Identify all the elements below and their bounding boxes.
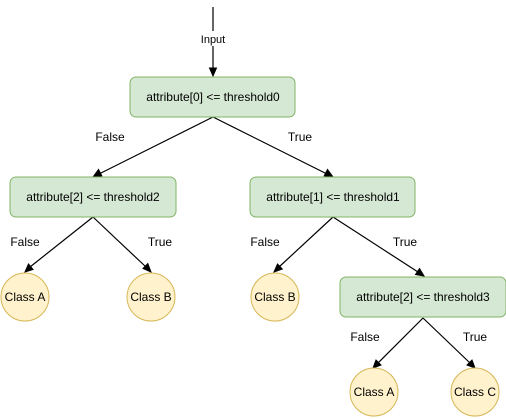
decision-node-root-label: attribute[0] <= threshold0 <box>146 90 280 104</box>
edge-rr-true <box>422 317 471 364</box>
edge-left-false <box>29 216 94 268</box>
decision-node-right-right-label: attribute[2] <= threshold3 <box>356 290 490 304</box>
edge-left-false-arrowhead <box>24 263 34 273</box>
edge-label-rr-false: False <box>350 330 380 344</box>
leaf-node-right-false-label: Class B <box>254 290 295 304</box>
edge-label-left-false: False <box>10 235 40 249</box>
edge-root-false-arrowhead <box>91 168 103 178</box>
leaf-node-rr-false-label: Class A <box>354 385 395 399</box>
decision-node-root: attribute[0] <= threshold0 <box>129 76 296 118</box>
edge-label-right-false: False <box>250 235 280 249</box>
leaf-node-right-false: Class B <box>250 272 300 322</box>
input-arrowhead <box>208 67 218 78</box>
leaf-node-rr-false: Class A <box>349 367 399 417</box>
edge-label-root-false: False <box>95 130 125 144</box>
decision-node-right: attribute[1] <= threshold1 <box>249 176 416 218</box>
input-label-bg <box>197 31 229 46</box>
leaf-node-left-true-label: Class B <box>130 290 171 304</box>
edge-rr-true-arrowhead <box>466 359 476 369</box>
edge-label-rr-true: True <box>463 330 488 344</box>
decision-node-right-label: attribute[1] <= threshold1 <box>266 190 400 204</box>
leaf-node-left-false: Class A <box>0 272 50 322</box>
edge-label-right-true: True <box>393 235 418 249</box>
edge-label-root-true: True <box>288 130 313 144</box>
edge-right-true <box>332 216 419 273</box>
edge-root-true-arrowhead <box>323 168 335 178</box>
edge-root-false <box>98 116 214 175</box>
decision-node-right-right: attribute[2] <= threshold3 <box>339 276 506 318</box>
edge-root-true <box>212 116 328 175</box>
leaf-node-left-true: Class B <box>126 272 176 322</box>
leaf-node-rr-true-label: Class C <box>454 385 496 399</box>
decision-node-left-label: attribute[2] <= threshold2 <box>26 190 160 204</box>
edge-left-true <box>92 216 147 268</box>
edge-left-true-arrowhead <box>142 262 152 273</box>
input-label: Input <box>201 34 225 46</box>
edge-right-false-arrowhead <box>273 263 284 273</box>
edge-rr-false-arrowhead <box>372 359 382 369</box>
edge-rr-false <box>377 317 424 364</box>
edge-label-left-true: True <box>148 235 173 249</box>
edge-right-false <box>278 216 334 268</box>
leaf-node-rr-true: Class C <box>450 367 500 417</box>
decision-node-left: attribute[2] <= threshold2 <box>9 176 177 218</box>
edge-right-true-arrowhead <box>414 267 425 277</box>
leaf-node-left-false-label: Class A <box>5 290 46 304</box>
